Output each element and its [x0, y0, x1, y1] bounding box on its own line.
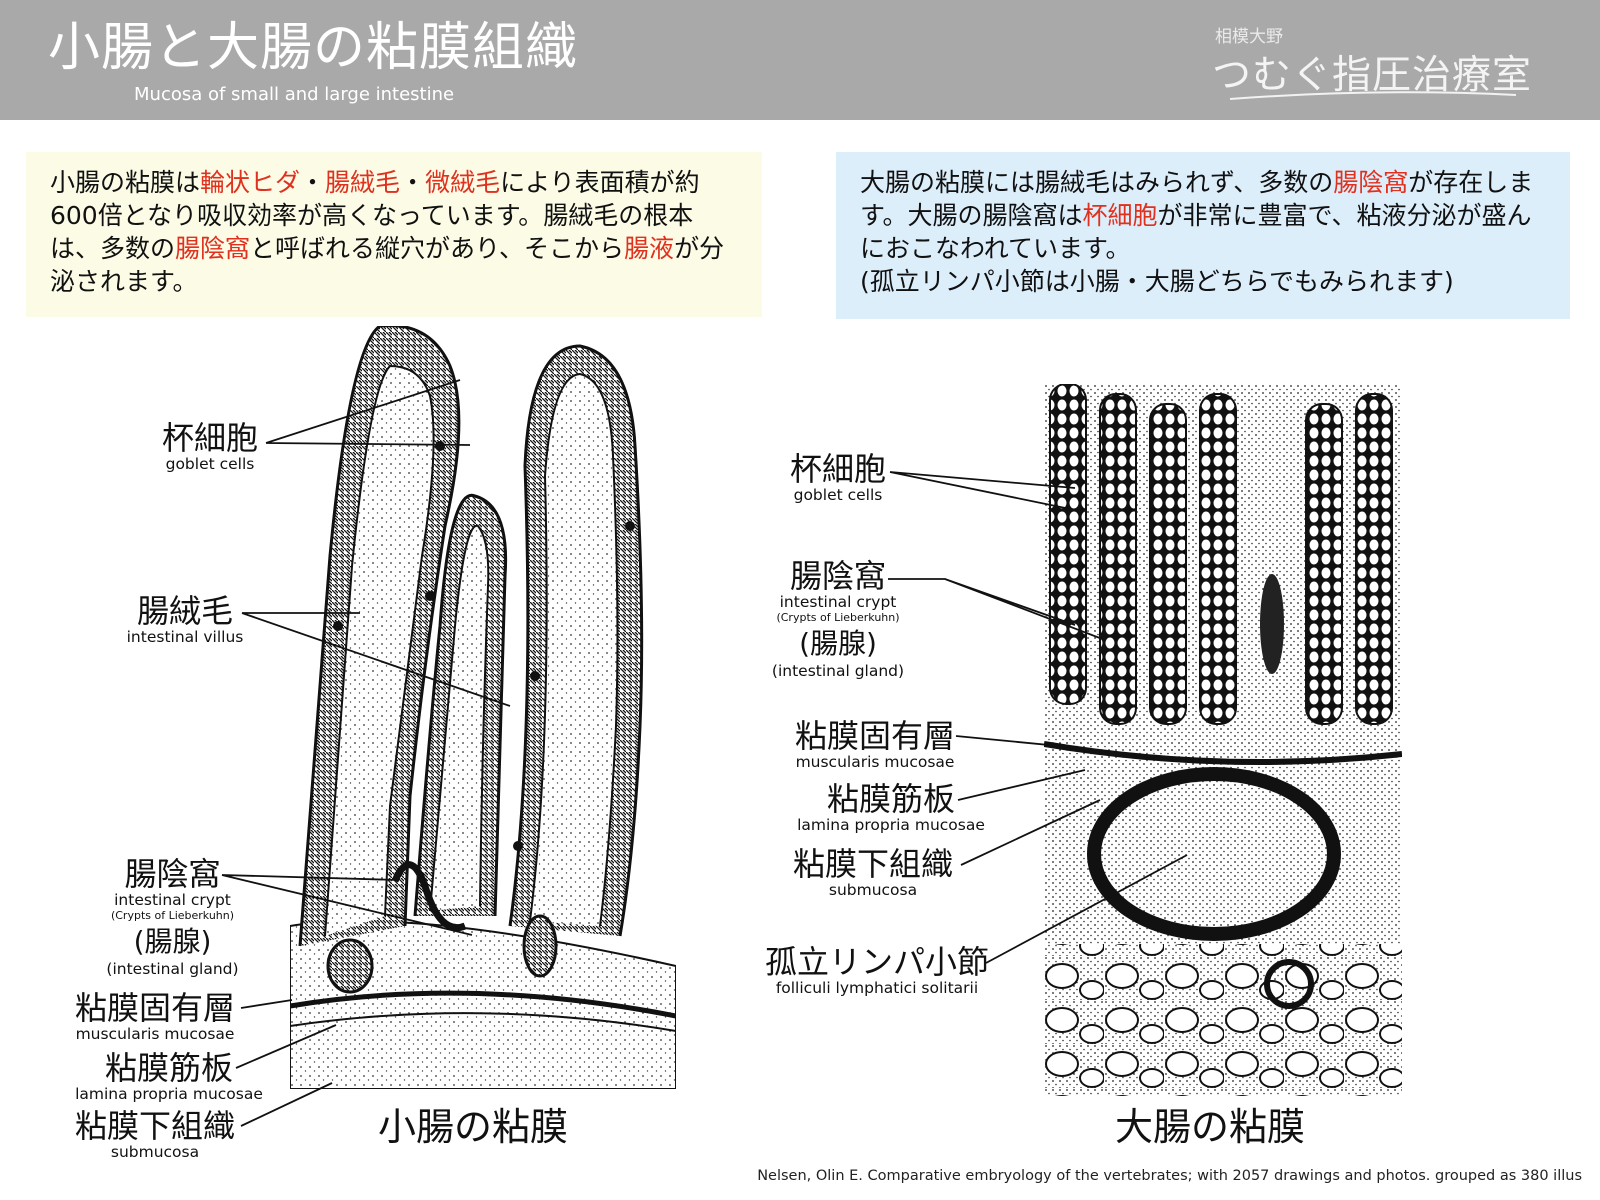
note-highlight: 杯細胞 [1082, 201, 1158, 230]
label-jp: 腸陰窩 [789, 557, 886, 595]
label-jp: 粘膜下組織 [74, 1107, 235, 1145]
note-segment: (孤立リンパ小節は小腸・大腸どちらでもみられます) [860, 267, 1454, 296]
label-en: intestinal crypt [114, 891, 231, 909]
brand-name: つむぐ指圧治療室 [1212, 53, 1533, 98]
label-large-submucosa: 粘膜下組織 submucosa [778, 848, 968, 899]
note-highlight: 腸陰窩 [175, 234, 251, 263]
brand-location: 相模大野 [1215, 27, 1283, 47]
label-en: muscularis mucosae [795, 753, 955, 771]
label-small-lamina: 粘膜筋板 lamina propria mucosae [64, 1052, 274, 1103]
label-en: submucosa [110, 1143, 200, 1161]
large-intestine-illustration [1044, 384, 1402, 1096]
label-jp: 杯細胞 [161, 419, 258, 457]
page-subtitle: Mucosa of small and large intestine [134, 84, 455, 105]
label-en: submucosa [828, 881, 918, 899]
note-highlight: 腸陰窩 [1333, 168, 1409, 197]
label-en-sub: (Crypts of Lieberkuhn) [110, 908, 235, 922]
note-highlight: 微絨毛 [425, 168, 501, 197]
label-large-lymph-nodule: 孤立リンパ小節 folliculi lymphatici solitarii [762, 946, 992, 997]
label-small-goblet-cells: 杯細胞 goblet cells [140, 422, 280, 473]
label-jp: 粘膜固有層 [794, 717, 955, 755]
label-small-submucosa: 粘膜下組織 submucosa [60, 1110, 250, 1161]
note-segment: ・ [400, 168, 426, 197]
label-en: goblet cells [793, 486, 883, 504]
label-en: goblet cells [165, 455, 255, 473]
note-highlight: 腸液 [624, 234, 675, 263]
page-title: 小腸と大腸の粘膜組織 [48, 18, 579, 78]
label-large-lamina: 粘膜筋板 lamina propria mucosae [786, 783, 996, 834]
label-en-alt: (intestinal gland) [106, 959, 239, 978]
note-small-intestine: 小腸の粘膜は輪状ヒダ・腸絨毛・微絨毛により表面積が約600倍となり吸収効率が高く… [26, 152, 762, 317]
label-large-crypt: 腸陰窩 intestinal crypt (Crypts of Lieberku… [763, 560, 913, 679]
label-en: intestinal crypt [779, 593, 897, 611]
source-credit: Nelsen, Olin E. Comparative embryology o… [757, 1168, 1582, 1184]
caption-large-intestine: 大腸の粘膜 [1115, 1105, 1306, 1149]
label-small-muscularis: 粘膜固有層 muscularis mucosae [60, 992, 250, 1043]
label-jp: 粘膜筋板 [826, 780, 955, 818]
brand-swash-icon [1229, 91, 1517, 100]
label-large-muscularis: 粘膜固有層 muscularis mucosae [780, 720, 970, 771]
label-jp-alt: (腸腺) [133, 924, 212, 958]
label-jp: 腸絨毛 [136, 592, 233, 630]
label-large-goblet-cells: 杯細胞 goblet cells [768, 453, 908, 504]
note-segment: 大腸の粘膜には腸絨毛はみられず、多数の [860, 168, 1334, 197]
label-small-crypt: 腸陰窩 intestinal crypt (Crypts of Lieberku… [100, 858, 245, 977]
note-segment: と呼ばれる縦穴があり、そこから [250, 234, 625, 263]
label-small-villus: 腸絨毛 intestinal villus [115, 595, 255, 646]
note-segment: が存在します。大腸の腸陰窩は [860, 168, 1534, 230]
note-segment: により表面積が約600倍となり吸収効率が高くなっています。腸絨毛の根本は、多数の [50, 168, 700, 263]
label-jp: 粘膜下組織 [792, 845, 953, 883]
note-segment: ・ [300, 168, 326, 197]
label-jp: 粘膜筋板 [104, 1049, 233, 1087]
small-intestine-illustration [290, 326, 676, 1089]
label-en: folliculi lymphatici solitarii [775, 979, 979, 997]
note-highlight: 輪状ヒダ [200, 168, 301, 197]
label-jp: 孤立リンパ小節 [764, 943, 989, 981]
label-en: lamina propria mucosae [797, 816, 985, 834]
note-highlight: 腸絨毛 [325, 168, 401, 197]
label-en: lamina propria mucosae [75, 1085, 263, 1103]
note-segment: 小腸の粘膜は [50, 168, 201, 197]
label-jp: 杯細胞 [789, 450, 886, 488]
header-bar: 小腸と大腸の粘膜組織 Mucosa of small and large int… [0, 0, 1600, 120]
label-en: muscularis mucosae [75, 1025, 235, 1043]
label-jp: 腸陰窩 [124, 855, 221, 893]
caption-small-intestine: 小腸の粘膜 [378, 1105, 569, 1149]
note-segment: が非常に豊富で、粘液分泌が盛んにおこなわれています。 [860, 201, 1532, 263]
label-en-sub: (Crypts of Lieberkuhn) [776, 610, 900, 624]
label-jp-alt: (腸腺) [799, 626, 877, 660]
label-en: intestinal villus [126, 628, 244, 646]
note-segment: が分泌されます。 [50, 234, 725, 296]
label-jp: 粘膜固有層 [74, 989, 235, 1027]
label-en-alt: (intestinal gland) [771, 661, 905, 680]
note-large-intestine: 大腸の粘膜には腸絨毛はみられず、多数の腸陰窩が存在します。大腸の腸陰窩は杯細胞が… [836, 152, 1570, 319]
